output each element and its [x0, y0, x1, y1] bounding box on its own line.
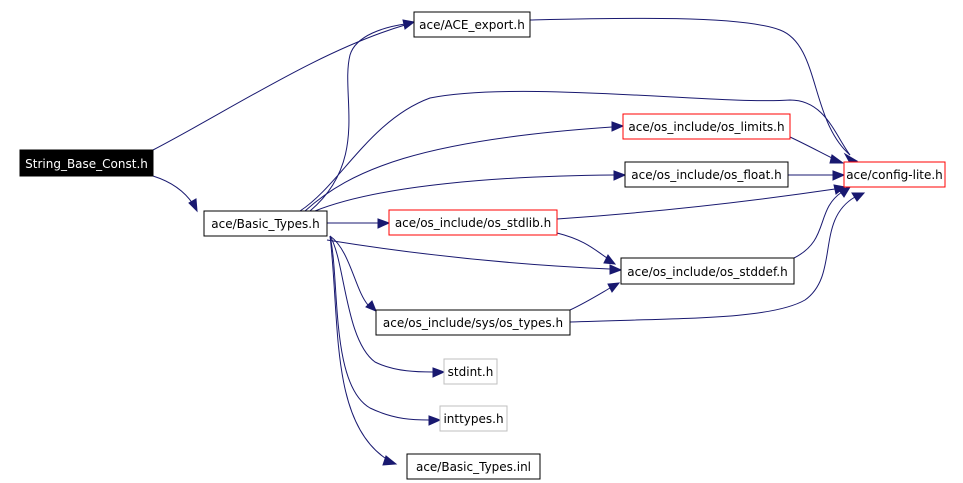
edge-basic-types-to-ace-export: [309, 23, 406, 212]
edge-os-limits-to-config-lite: [789, 136, 833, 159]
arrow-config-lite-stddef: [838, 186, 852, 198]
node-label: String_Base_Const.h: [25, 157, 148, 171]
edges: [152, 17, 866, 466]
edge-sys-os-types-to-config-lite: [569, 196, 856, 323]
arrow-os-stdlib: [377, 218, 391, 229]
arrow-os-float: [613, 170, 627, 181]
edge-string-base-const-to-basic-types: [152, 175, 194, 205]
arrow-inttypes: [428, 415, 442, 426]
node-os-stdlib[interactable]: ace/os_include/os_stdlib.h: [388, 209, 558, 236]
arrow-os-stddef-3: [607, 282, 621, 293]
arrow-sys-os-types: [365, 300, 377, 312]
edge-basic-types-to-basic-types-inl: [329, 235, 386, 459]
arrow-config-lite-limits: [829, 154, 845, 164]
node-label: inttypes.h: [443, 412, 503, 426]
node-os-limits[interactable]: ace/os_include/os_limits.h: [622, 113, 791, 140]
edge-basic-types-to-os-limits: [304, 126, 613, 212]
arrow-config-lite-sys: [851, 192, 866, 202]
edge-basic-types-to-config-lite-arc: [299, 90, 851, 212]
node-stdint[interactable]: stdint.h: [443, 358, 498, 385]
edge-string-base-const-to-ace-export: [152, 24, 406, 151]
edge-basic-types-to-inttypes: [329, 235, 430, 421]
node-basic-types-inl[interactable]: ace/Basic_Types.inl: [406, 453, 541, 480]
edge-os-stdlib-to-config-lite: [556, 188, 836, 220]
node-basic-types[interactable]: ace/Basic_Types.h: [203, 210, 328, 237]
arrow-os-limits: [611, 121, 625, 132]
node-label: ace/os_include/os_stddef.h: [627, 265, 787, 279]
edge-os-stdlib-to-os-stddef: [556, 232, 608, 259]
nodes: String_Base_Const.h ace/Basic_Types.h ac…: [19, 11, 946, 480]
edge-basic-types-to-sys-os-types: [329, 235, 369, 306]
node-os-stddef[interactable]: ace/os_include/os_stddef.h: [620, 257, 795, 285]
node-inttypes[interactable]: inttypes.h: [439, 405, 508, 432]
node-label: stdint.h: [448, 365, 494, 379]
arrow-stdint: [432, 367, 446, 378]
node-label: ace/os_include/os_limits.h: [628, 120, 784, 134]
node-os-float[interactable]: ace/os_include/os_float.h: [624, 161, 789, 188]
node-label: ace/Basic_Types.h: [211, 217, 319, 231]
arrow-os-stddef-2: [603, 254, 617, 265]
node-label: ace/ACE_export.h: [419, 18, 525, 32]
arrow-os-stddef-1: [609, 264, 623, 275]
node-label: ace/os_include/os_stdlib.h: [395, 216, 551, 230]
node-label: ace/os_include/os_float.h: [631, 168, 781, 182]
edge-basic-types-to-os-stddef: [326, 239, 611, 270]
edge-ace-export-to-config-lite: [529, 17, 851, 156]
arrow-basic-types: [188, 198, 198, 213]
arrow-basic-types-inl: [382, 455, 398, 466]
node-config-lite[interactable]: ace/config-lite.h: [843, 161, 946, 188]
edge-sys-os-types-to-os-stddef: [569, 287, 611, 311]
node-label: ace/os_include/sys/os_types.h: [383, 316, 563, 330]
edge-basic-types-to-os-float: [314, 174, 615, 212]
node-ace-export[interactable]: ace/ACE_export.h: [413, 11, 531, 38]
node-label: ace/config-lite.h: [846, 168, 943, 182]
node-string-base-const[interactable]: String_Base_Const.h: [19, 149, 154, 177]
edge-basic-types-to-stdint: [329, 235, 434, 373]
arrow-config-lite: [832, 170, 846, 181]
node-sys-os-types[interactable]: ace/os_include/sys/os_types.h: [375, 309, 571, 336]
node-label: ace/Basic_Types.inl: [416, 460, 531, 474]
edge-os-stddef-to-config-lite: [793, 191, 843, 259]
